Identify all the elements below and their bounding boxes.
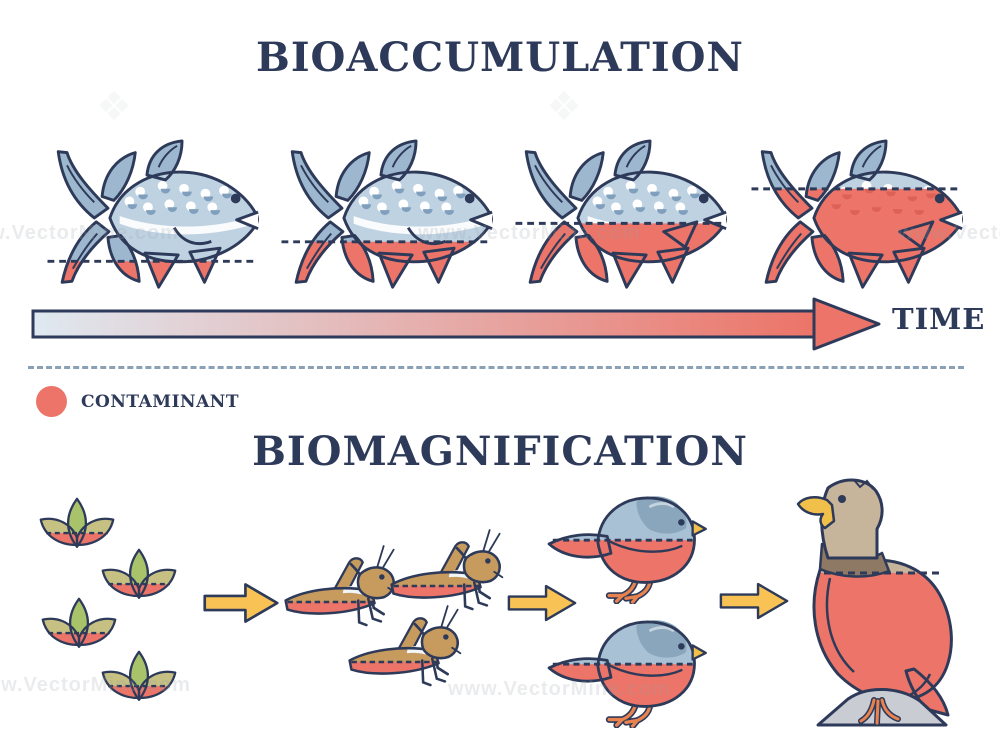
bird-svg xyxy=(547,496,707,604)
grasshopper-head xyxy=(462,550,501,584)
grasshopper-antennae xyxy=(482,529,504,579)
fish-scales xyxy=(119,180,249,235)
fish-svg xyxy=(751,139,964,289)
fish-stage-1 xyxy=(28,138,262,294)
grasshopper-eye xyxy=(485,558,491,564)
grasshopper-3 xyxy=(346,602,464,690)
food-chain-arrow-2 xyxy=(502,582,582,624)
plant-3 xyxy=(40,597,118,655)
songbird-1 xyxy=(542,482,710,604)
eagle xyxy=(776,472,988,728)
fish-eye xyxy=(934,193,945,204)
grasshopper-legs xyxy=(356,597,383,627)
grasshopper-eye xyxy=(379,574,385,580)
bird-eye xyxy=(678,643,685,650)
bird-svg xyxy=(547,620,707,728)
watermark-logo-icon: ❖ xyxy=(546,84,582,130)
plant-outline xyxy=(101,650,177,701)
section-divider xyxy=(28,366,964,369)
grasshopper-antennae xyxy=(440,605,462,655)
plant-1 xyxy=(38,497,116,555)
time-arrow xyxy=(30,296,882,352)
bioaccumulation-title: BIOACCUMULATION xyxy=(256,34,744,81)
food-chain-arrow-1 xyxy=(198,580,284,626)
fish-stage-2 xyxy=(262,138,496,294)
fish-stage-4 xyxy=(732,138,966,294)
biomagnification-title: BIOMAGNIFICATION xyxy=(252,428,748,475)
grasshopper-head xyxy=(420,626,459,660)
watermark-text: www.VectorMine.com xyxy=(898,222,1000,244)
arrow-svg xyxy=(507,584,577,622)
watermark-text: www.VectorMine.com xyxy=(0,222,179,244)
grasshopper-svg xyxy=(348,605,462,687)
grasshopper-legs xyxy=(420,657,447,687)
bird-outline xyxy=(547,620,696,708)
fish-eye xyxy=(464,193,475,204)
arrow-svg xyxy=(203,583,279,623)
fish-eye xyxy=(698,193,709,204)
contaminant-legend: CONTAMINANT xyxy=(36,386,239,417)
bird-outline xyxy=(547,496,696,584)
fish-scales xyxy=(353,180,483,235)
plant-svg xyxy=(101,650,177,701)
plant-outline xyxy=(101,548,177,599)
grasshopper-head xyxy=(356,566,395,600)
bird-beak xyxy=(691,520,707,537)
fish-svg xyxy=(281,139,494,289)
grasshopper-contaminant-fill xyxy=(285,601,375,614)
bird-beak xyxy=(691,644,707,661)
fish-stage-3 xyxy=(496,138,730,294)
eagle-beak xyxy=(796,495,836,530)
plant-svg xyxy=(101,548,177,599)
time-arrow-svg xyxy=(31,297,881,351)
fish-outline xyxy=(290,139,494,289)
fish-mouth xyxy=(939,210,963,231)
grasshopper-1 xyxy=(282,542,400,630)
plant-svg xyxy=(41,597,117,648)
fish-scales xyxy=(587,180,717,224)
plant-svg xyxy=(39,497,115,548)
eagle-eye xyxy=(838,495,846,503)
fish-svg xyxy=(515,139,728,289)
contaminant-color-swatch xyxy=(36,386,67,417)
food-chain-arrow-3 xyxy=(714,580,794,622)
arrow-svg xyxy=(719,582,789,620)
contaminant-label: CONTAMINANT xyxy=(81,391,239,412)
songbird-2 xyxy=(542,606,710,728)
grasshopper-contaminant-fill xyxy=(391,585,481,598)
fish-mouth xyxy=(235,210,259,231)
bird-eye xyxy=(678,519,685,526)
fish-mouth xyxy=(469,210,493,231)
watermark-logo-icon: ❖ xyxy=(96,84,132,130)
grasshopper-eye xyxy=(443,634,449,640)
fish-outline xyxy=(760,139,964,289)
watermark-text: www.VectorMine.com xyxy=(418,222,641,244)
grasshopper-contaminant-fill xyxy=(349,661,439,674)
plant-outline xyxy=(41,597,117,648)
plant-4 xyxy=(100,650,178,708)
plant-2 xyxy=(100,548,178,606)
time-label: TIME xyxy=(892,302,986,336)
fish-svg xyxy=(47,139,260,289)
watermark-text: www.VectorMine.com xyxy=(448,678,671,700)
watermark-text: www.VectorMine.com xyxy=(0,674,191,696)
eagle-svg xyxy=(796,478,953,727)
fish-eye xyxy=(230,193,241,204)
plant-outline xyxy=(39,497,115,548)
grasshopper-svg xyxy=(390,529,504,611)
grasshopper-2 xyxy=(388,526,506,614)
grasshopper-legs xyxy=(462,581,489,611)
grasshopper-svg xyxy=(284,545,398,627)
